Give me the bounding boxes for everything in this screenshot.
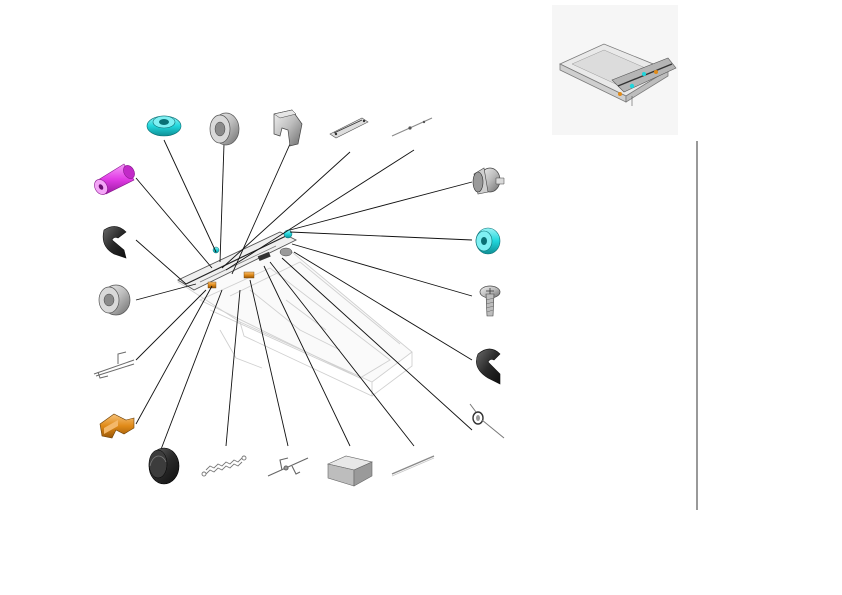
wire-icon	[93, 351, 135, 379]
assembly-thumbnail	[552, 5, 678, 135]
roller-icon	[98, 284, 131, 316]
leader-lines	[135, 139, 473, 453]
actuator-icon	[99, 413, 135, 439]
rod-icon	[391, 455, 435, 477]
plate-icon	[327, 455, 373, 487]
assembly-shaft	[177, 229, 298, 291]
roller-icon	[94, 163, 135, 195]
c-clip-icon	[476, 348, 501, 385]
bushing-icon	[146, 115, 182, 137]
screw-icon	[479, 285, 501, 317]
clip-icon	[273, 109, 303, 147]
shaft-icon	[267, 457, 309, 477]
spring-icon	[201, 455, 247, 477]
tire-icon	[148, 447, 180, 485]
bushing-icon	[475, 227, 501, 255]
gear-icon	[472, 167, 505, 195]
rail-icon	[329, 117, 369, 139]
torsion-spring-icon	[469, 403, 505, 439]
roller-icon	[209, 112, 240, 146]
pin-icon	[391, 117, 433, 137]
c-clip-icon	[102, 226, 127, 259]
